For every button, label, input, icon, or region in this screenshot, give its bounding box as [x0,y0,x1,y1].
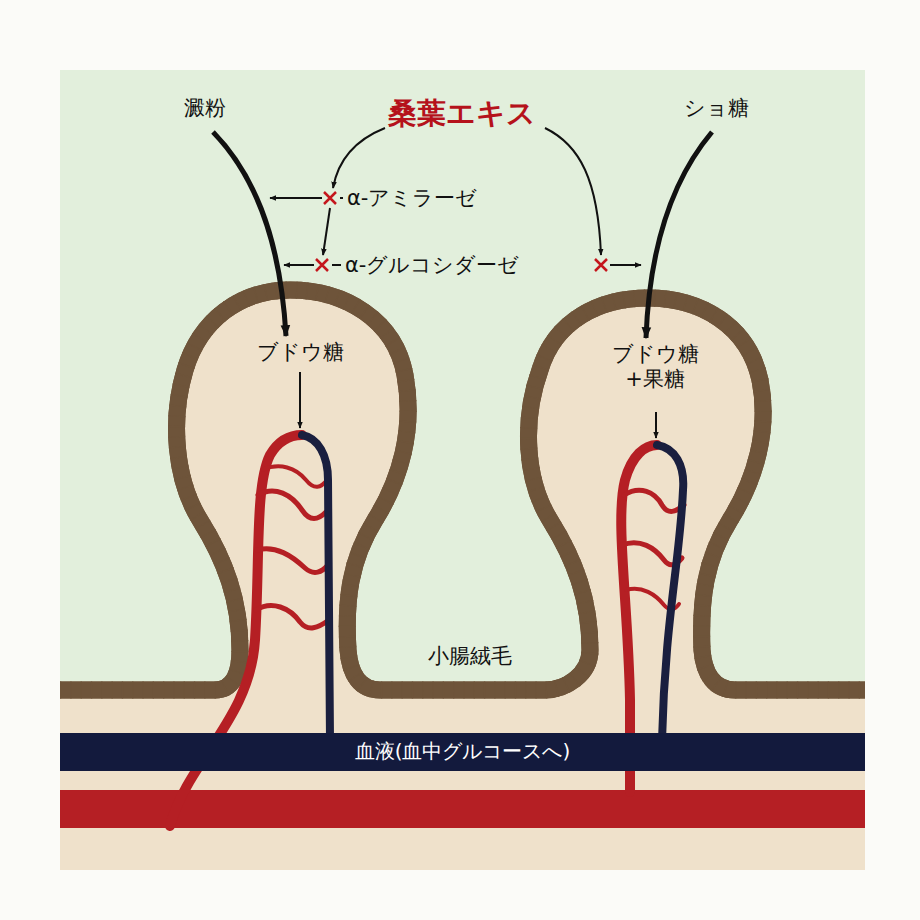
villus-left: ブドウ糖 [190,300,410,365]
substrate-label: 澱粉 [184,96,226,120]
enzyme-label: α-グルコシダーゼ [345,253,519,277]
node-text: ブドウ糖 [190,340,410,365]
tissue [60,290,865,870]
node-text: ブドウ糖 +果糖 [603,342,708,392]
node-text: 血液(血中グルコースへ) [60,739,865,763]
villus-right: ブドウ糖 +果糖 [560,310,750,405]
part-label: 小腸絨毛 [428,644,512,668]
extract-label: 桑葉エキス [388,97,536,130]
epithelium [60,290,865,690]
enzyme-label: α-アミラーゼ [347,186,477,210]
blood-band: 血液(血中グルコースへ) [60,733,865,771]
substrate-label: ショ糖 [684,96,749,120]
background-panel [60,70,865,870]
flow-arrows [213,128,712,438]
